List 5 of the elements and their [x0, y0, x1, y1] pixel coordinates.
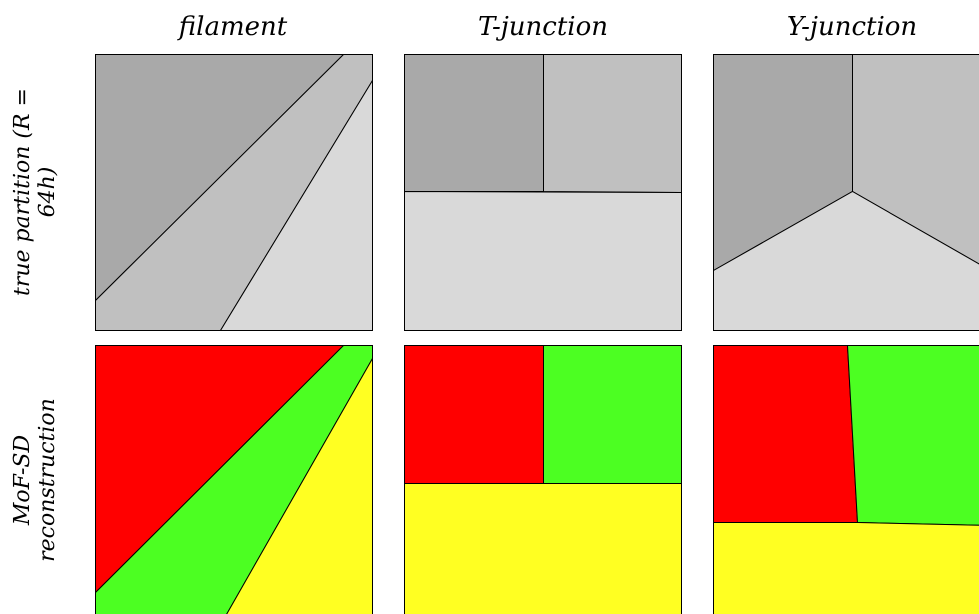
row-heading: MoF-SD reconstruction: [10, 397, 60, 564]
row-heading: true partition (R = 64h): [10, 87, 60, 298]
column-heading: T-junction: [478, 12, 608, 42]
column-heading: Y-junction: [786, 12, 918, 42]
column-heading: filament: [178, 12, 288, 42]
